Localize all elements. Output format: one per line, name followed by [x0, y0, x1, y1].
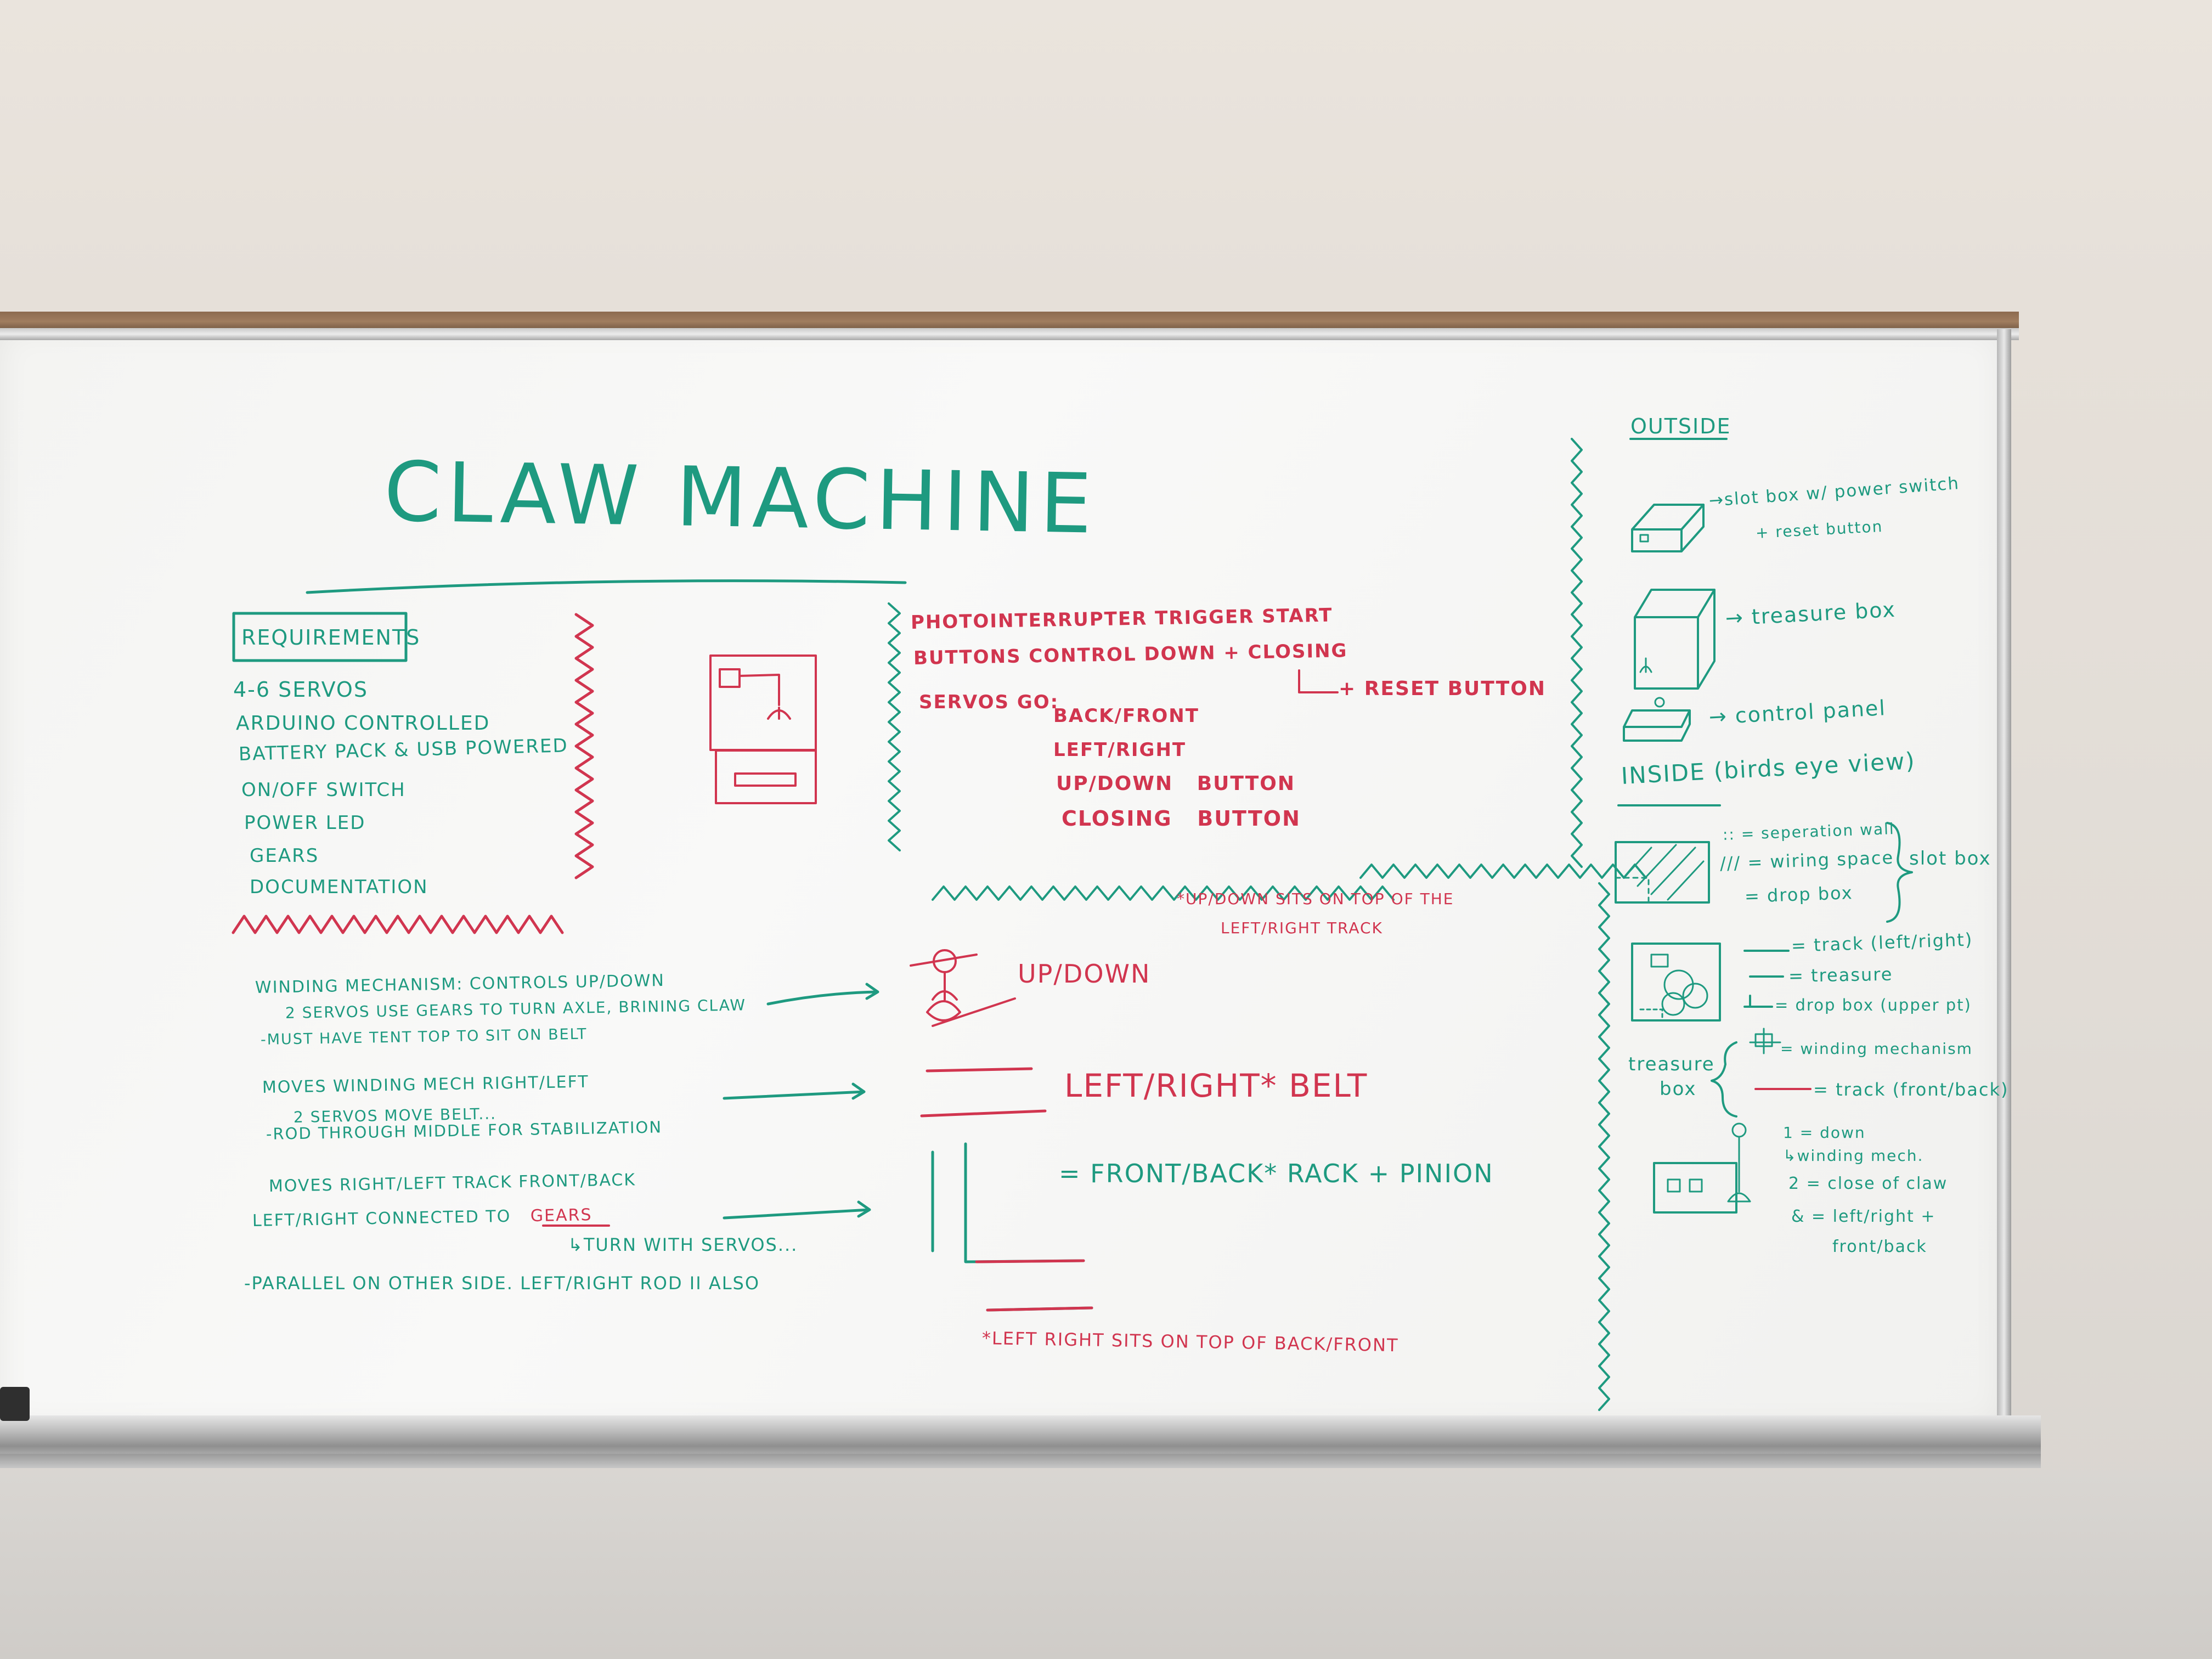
updown-label: UP/DOWN	[1018, 959, 1151, 989]
treasure-box-bracket-label-2: box	[1660, 1078, 1697, 1100]
frontback-label: = FRONT/BACK* RACK + PINION	[1059, 1159, 1494, 1188]
marker-tray-lip	[0, 1454, 2041, 1468]
board-frame-top	[0, 328, 2019, 340]
servo-item: LEFT/RIGHT	[1053, 739, 1187, 761]
updown-track-note-2: LEFT/RIGHT TRACK	[1221, 919, 1383, 937]
control-key-3: 2 = close of claw	[1788, 1174, 1948, 1193]
list-item: POWER LED	[244, 812, 366, 834]
slot-box-bracket-label: slot box	[1909, 848, 1991, 870]
marker-tray	[0, 1415, 2041, 1454]
outside-heading: OUTSIDE	[1630, 414, 1731, 438]
control-key-5: front/back	[1832, 1237, 1927, 1256]
list-item: 4-6 SERVOS	[233, 678, 368, 702]
list-item: GEARS	[250, 845, 319, 867]
wall-lower	[0, 1470, 2212, 1659]
treasure-box-bracket-label: treasure	[1628, 1053, 1715, 1075]
control-key-1: 1 = down	[1783, 1124, 1866, 1142]
board-frame-right	[1997, 329, 2011, 1432]
legend-track-fb: = track (front/back)	[1813, 1079, 2009, 1100]
page-title: CLAW MACHINE	[383, 444, 1098, 552]
list-item: ON/OFF SWITCH	[241, 779, 406, 801]
gears-word: GEARS	[530, 1205, 592, 1226]
updown-track-note: *UP/DOWN SITS ON TOP OF THE	[1177, 890, 1454, 908]
requirements-heading: REQUIREMENTS	[241, 625, 421, 650]
reset-button-note: + RESET BUTTON	[1339, 678, 1546, 700]
servo-item: UP/DOWN BUTTON	[1056, 772, 1296, 795]
legend-drop-box-upper: = drop box (upper pt)	[1775, 996, 1972, 1014]
servo-item: CLOSING BUTTON	[1062, 806, 1301, 831]
leftright-belt-label: LEFT/RIGHT* BELT	[1064, 1067, 1368, 1104]
list-item: ARDUINO CONTROLLED	[236, 712, 490, 735]
eraser	[0, 1387, 30, 1421]
legend-treasure: = treasure	[1788, 963, 1893, 986]
turn-with-servos: ↳TURN WITH SERVOS...	[568, 1234, 798, 1255]
control-key-4: & = left/right +	[1791, 1207, 1936, 1226]
legend-drop-box: = drop box	[1744, 882, 1854, 907]
servos-label: SERVOS GO:	[919, 691, 1059, 713]
servo-item: BACK/FRONT	[1053, 705, 1199, 727]
control-key-2: ↳winding mech.	[1783, 1147, 1924, 1165]
parallel-note: -PARALLEL ON OTHER SIDE. LEFT/RIGHT ROD …	[244, 1273, 760, 1294]
whiteboard	[0, 329, 2002, 1426]
legend-winding: = winding mechanism	[1780, 1040, 1973, 1058]
list-item: DOCUMENTATION	[250, 876, 428, 898]
